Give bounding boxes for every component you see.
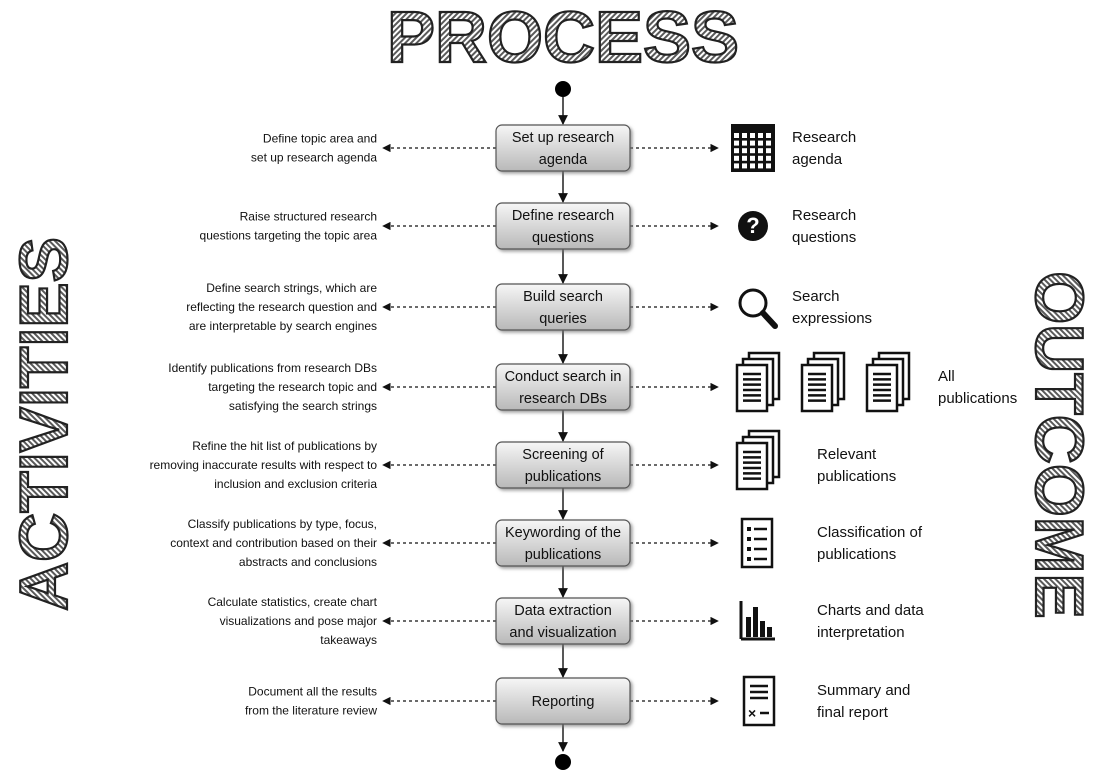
outcome-text: questions <box>792 229 856 246</box>
process-steps: Set up research agenda Define topic area a… <box>150 124 1017 727</box>
process-step-label: agenda <box>539 152 588 168</box>
activity-text: takeaways <box>320 633 377 647</box>
process-box <box>495 363 631 411</box>
report-icon: × <box>742 675 776 727</box>
activity-text: abstracts and conclusions <box>239 555 377 569</box>
outcome-text: publications <box>938 390 1017 407</box>
activity-text: Document all the results <box>248 685 377 699</box>
activity-text: removing inaccurate results with respect… <box>150 458 378 472</box>
magnifier-icon <box>738 288 778 329</box>
outcome-text: expressions <box>792 310 872 327</box>
process-box <box>495 283 631 331</box>
process-title: PROCESS <box>387 0 739 78</box>
activity-text: Define topic area and <box>263 132 377 146</box>
outcome-text: interpretation <box>817 624 905 641</box>
process-step-label: Screening of <box>522 447 604 463</box>
process-box <box>495 202 631 250</box>
process-step-label: questions <box>532 230 594 246</box>
activity-text: Identify publications from research DBs <box>168 361 377 375</box>
activity-text: targeting the research topic and <box>208 380 377 394</box>
checklist-icon <box>740 517 774 569</box>
outcome-text: All <box>938 368 955 385</box>
outcome-text: Relevant <box>817 446 877 463</box>
process-step-label: and visualization <box>509 625 616 641</box>
process-step: Define research questions Raise structured… <box>200 202 856 250</box>
activity-text: from the literature review <box>245 704 377 718</box>
process-step-label: Reporting <box>532 694 595 710</box>
process-step-label: Keywording of the <box>505 525 621 541</box>
outcome-text: agenda <box>792 151 843 168</box>
svg-text:×: × <box>748 705 756 721</box>
activity-text: Raise structured research <box>240 210 377 224</box>
outcome-text: Charts and data <box>817 602 924 619</box>
activity-text: are interpretable by search engines <box>189 319 377 333</box>
process-step: Keywording of the publications Classify pu… <box>170 517 923 569</box>
activity-text: Classify publications by type, focus, <box>188 517 377 531</box>
outcome-text: Research <box>792 207 856 224</box>
document-stack-icon <box>735 429 781 491</box>
outcome-title: OUTCOME <box>1021 271 1093 619</box>
process-step: Data extraction and visualization Calculat… <box>208 595 925 647</box>
outcome-text: Search <box>792 288 840 305</box>
document-stacks-icon <box>735 351 911 413</box>
process-step-label: publications <box>525 469 602 485</box>
activities-title: ACTIVITIES <box>6 237 82 611</box>
activity-text: Refine the hit list of publications by <box>192 439 377 453</box>
activity-text: reflecting the research question and <box>186 300 377 314</box>
process-step: Build search queries Define search strings… <box>186 281 872 333</box>
calendar-icon <box>731 124 775 172</box>
outcome-text: Summary and <box>817 682 910 699</box>
activity-text: set up research agenda <box>251 151 377 165</box>
outcome-text: publications <box>817 468 896 485</box>
svg-text:?: ? <box>746 213 759 238</box>
process-box <box>495 124 631 172</box>
process-box <box>495 519 631 567</box>
start-node <box>555 81 571 97</box>
process-step-label: research DBs <box>519 391 607 407</box>
outcome-text: Research <box>792 129 856 146</box>
activity-text: questions targeting the topic area <box>200 229 378 243</box>
bar-chart-icon <box>739 601 775 641</box>
activity-text: Calculate statistics, create chart <box>208 595 378 609</box>
process-box <box>495 677 631 725</box>
process-step: Reporting Document all the results from th… <box>245 675 910 727</box>
end-node <box>555 754 571 770</box>
process-step-label: Build search <box>523 289 603 305</box>
question-icon: ? <box>738 211 768 241</box>
process-step: Conduct search in research DBs Identify pu… <box>168 351 1017 413</box>
process-step-label: Set up research <box>512 130 614 146</box>
activity-text: visualizations and pose major <box>220 614 377 628</box>
activity-text: satisfying the search strings <box>229 399 377 413</box>
process-box <box>495 597 631 645</box>
process-step-label: Conduct search in <box>505 369 622 385</box>
activity-text: Define search strings, which are <box>206 281 377 295</box>
activity-text: inclusion and exclusion criteria <box>214 477 377 491</box>
process-step-label: publications <box>525 547 602 563</box>
outcome-text: publications <box>817 546 896 563</box>
outcome-text: final report <box>817 704 889 721</box>
outcome-text: Classification of <box>817 524 923 541</box>
process-step-label: Define research <box>512 208 614 224</box>
process-box <box>495 441 631 489</box>
process-step: Set up research agenda Define topic area a… <box>251 124 856 172</box>
process-step: Screening of publications Refine the hit l… <box>150 429 896 491</box>
process-step-label: Data extraction <box>514 603 612 619</box>
activity-text: context and contribution based on their <box>170 536 377 550</box>
process-step-label: queries <box>539 311 587 327</box>
